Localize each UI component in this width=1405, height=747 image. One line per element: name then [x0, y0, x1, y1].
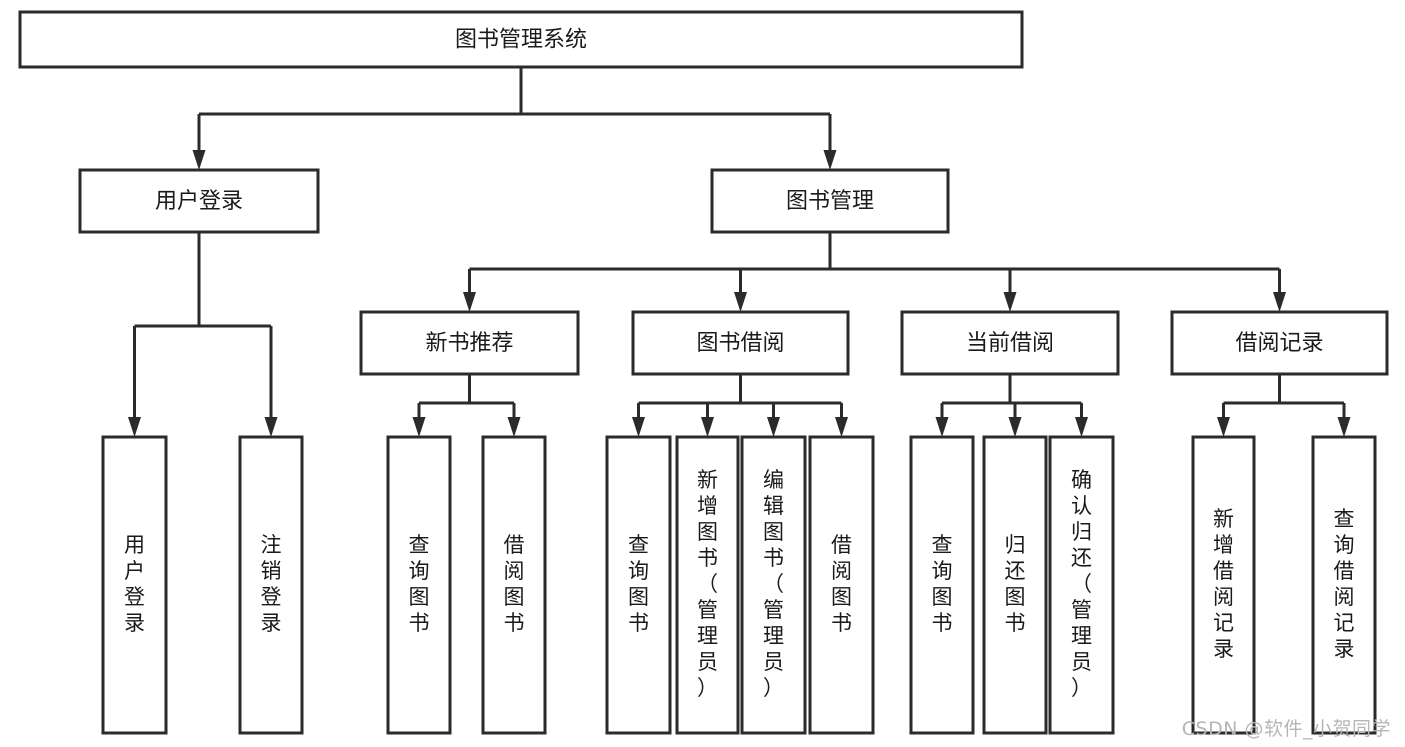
node-label-root: 图书管理系统: [455, 28, 587, 53]
node-label-user-login: 用户登录: [155, 189, 243, 214]
node-label-leaf-query-book-1: 查询图书: [409, 533, 430, 635]
node-label-borrow-record: 借阅记录: [1235, 331, 1323, 356]
node-label-leaf-query-book-2: 查询图书: [628, 533, 649, 635]
node-label-leaf-user-login: 用户登录: [124, 533, 145, 635]
node-leaf-query-book-1[interactable]: 查询图书: [386, 435, 452, 735]
node-user-login[interactable]: 用户登录: [78, 168, 320, 234]
node-box-leaf-borrow-book-1: [481, 435, 547, 735]
node-label-leaf-borrow-book-2: 借阅图书: [831, 533, 852, 635]
node-label-leaf-add-book: 新增图书（管理员）: [697, 468, 718, 700]
node-book-borrow[interactable]: 图书借阅: [631, 310, 850, 376]
node-leaf-user-logout[interactable]: 注销登录: [238, 435, 304, 735]
node-current-borrow[interactable]: 当前借阅: [900, 310, 1120, 376]
node-new-book-recommend[interactable]: 新书推荐: [359, 310, 580, 376]
node-box-borrow-record: [1170, 310, 1389, 376]
node-box-new-book-recommend: [359, 310, 580, 376]
node-box-leaf-query-book-1: [386, 435, 452, 735]
node-leaf-query-book-3[interactable]: 查询图书: [909, 435, 975, 735]
node-box-leaf-user-logout: [238, 435, 304, 735]
node-leaf-query-borrow-record[interactable]: 查询借阅记录: [1311, 435, 1377, 735]
node-label-leaf-confirm-return: 确认归还（管理员）: [1071, 468, 1092, 700]
node-box-leaf-query-borrow-record: [1311, 435, 1377, 735]
node-label-leaf-edit-book: 编辑图书（管理员）: [763, 468, 784, 700]
node-box-leaf-query-book-3: [909, 435, 975, 735]
node-book-management[interactable]: 图书管理: [710, 168, 950, 234]
node-label-book-borrow: 图书借阅: [696, 331, 784, 356]
node-label-new-book-recommend: 新书推荐: [425, 331, 513, 356]
node-box-user-login: [78, 168, 320, 234]
node-leaf-add-book[interactable]: 新增图书（管理员）: [675, 435, 740, 735]
node-box-leaf-return-book: [982, 435, 1048, 735]
node-label-leaf-add-borrow-record: 新增借阅记录: [1213, 507, 1234, 661]
node-leaf-confirm-return[interactable]: 确认归还（管理员）: [1048, 435, 1115, 735]
node-borrow-record[interactable]: 借阅记录: [1170, 310, 1389, 376]
node-box-leaf-confirm-return: [1048, 435, 1115, 735]
node-box-leaf-borrow-book-2: [808, 435, 875, 735]
node-leaf-edit-book[interactable]: 编辑图书（管理员）: [740, 435, 807, 735]
node-root[interactable]: 图书管理系统: [18, 10, 1024, 69]
node-box-root: [18, 10, 1024, 69]
edges-layer: [128, 67, 1351, 437]
node-leaf-add-borrow-record[interactable]: 新增借阅记录: [1191, 435, 1256, 735]
node-leaf-query-book-2[interactable]: 查询图书: [605, 435, 672, 735]
node-leaf-return-book[interactable]: 归还图书: [982, 435, 1048, 735]
node-label-leaf-query-book-3: 查询图书: [932, 533, 953, 635]
node-box-leaf-add-borrow-record: [1191, 435, 1256, 735]
nodes-layer: 图书管理系统用户登录图书管理新书推荐图书借阅当前借阅借阅记录用户登录注销登录查询…: [18, 10, 1389, 735]
node-box-book-management: [710, 168, 950, 234]
node-label-current-borrow: 当前借阅: [966, 331, 1054, 356]
node-label-book-management: 图书管理: [786, 189, 874, 214]
node-leaf-user-login[interactable]: 用户登录: [101, 435, 168, 735]
node-label-leaf-return-book: 归还图书: [1005, 533, 1026, 635]
node-label-leaf-borrow-book-1: 借阅图书: [504, 533, 525, 635]
node-box-leaf-query-book-2: [605, 435, 672, 735]
node-box-current-borrow: [900, 310, 1120, 376]
node-box-leaf-user-login: [101, 435, 168, 735]
node-leaf-borrow-book-2[interactable]: 借阅图书: [808, 435, 875, 735]
node-label-leaf-query-borrow-record: 查询借阅记录: [1334, 507, 1355, 661]
node-box-leaf-add-book: [675, 435, 740, 735]
node-leaf-borrow-book-1[interactable]: 借阅图书: [481, 435, 547, 735]
node-box-book-borrow: [631, 310, 850, 376]
node-box-leaf-edit-book: [740, 435, 807, 735]
node-label-leaf-user-logout: 注销登录: [261, 533, 282, 635]
